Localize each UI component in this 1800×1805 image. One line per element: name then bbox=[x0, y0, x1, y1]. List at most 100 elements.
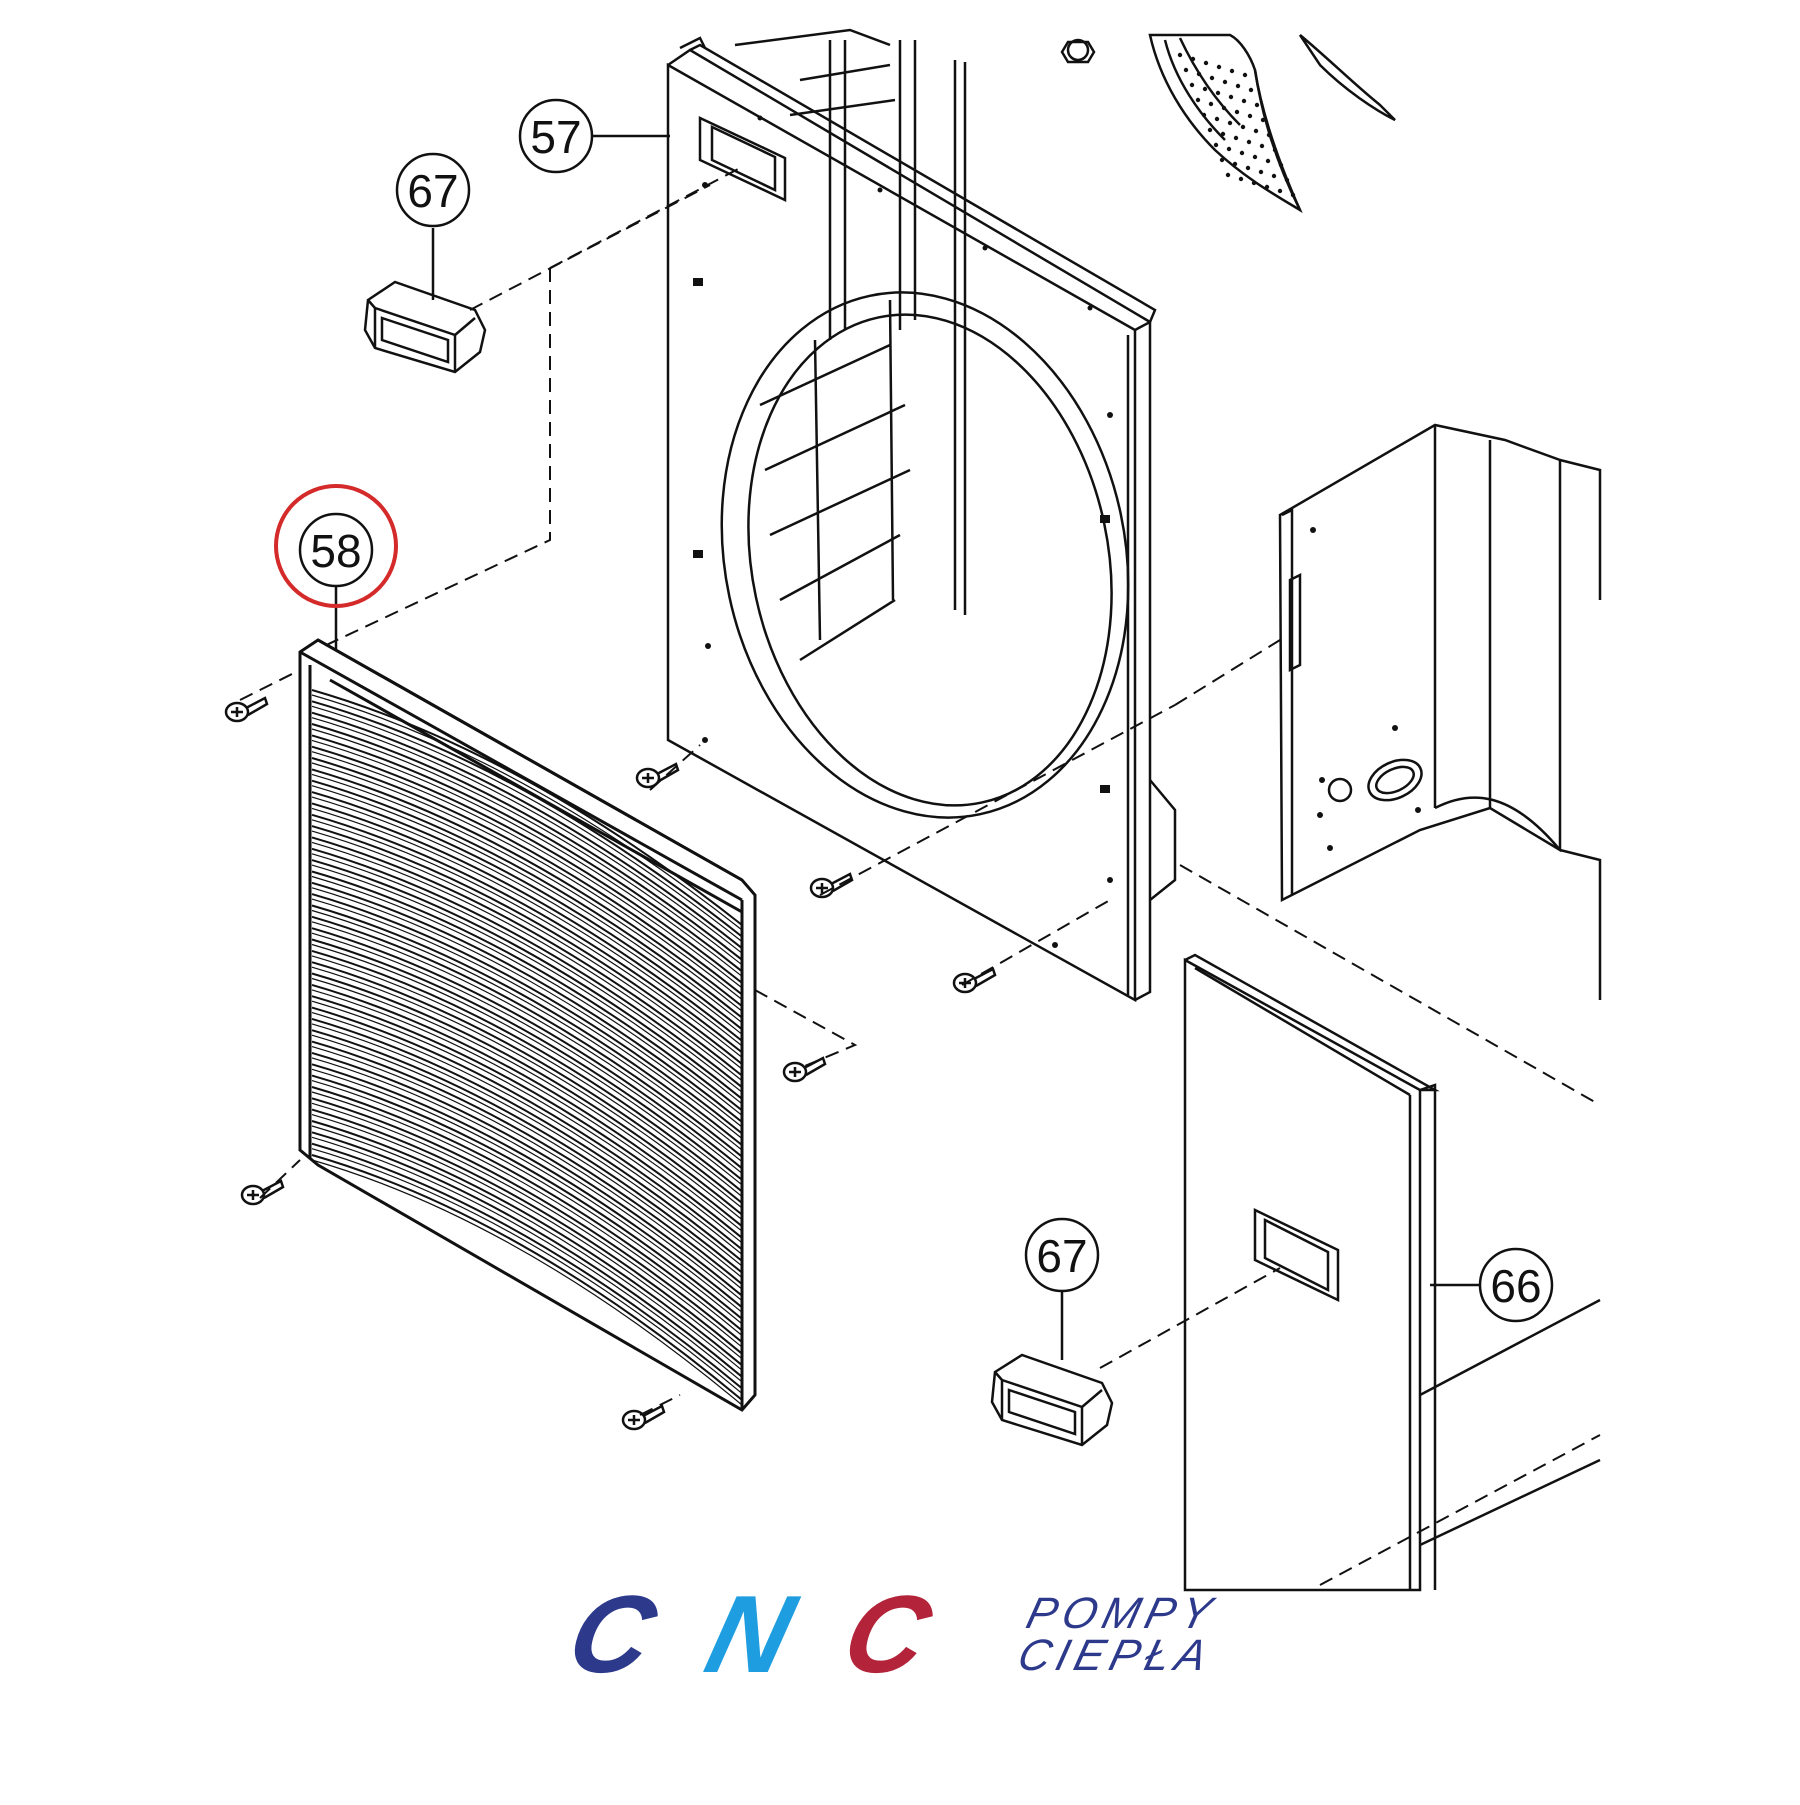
grille-slat-shadow bbox=[311, 1000, 743, 1244]
part-label-67-bottom: 67 bbox=[1024, 1217, 1100, 1293]
grille-slat bbox=[311, 904, 743, 1146]
fan-dot bbox=[1233, 135, 1239, 141]
grille-slat-shadow bbox=[311, 717, 743, 954]
grille-slat-shadow bbox=[311, 909, 743, 1151]
screw bbox=[224, 696, 269, 723]
screw bbox=[809, 872, 854, 899]
part-label-66: 66 bbox=[1478, 1247, 1554, 1323]
grille-slat bbox=[311, 870, 743, 1112]
grille-slat bbox=[311, 1040, 743, 1285]
fan-dot bbox=[1245, 165, 1251, 171]
grille-slat-shadow bbox=[311, 728, 743, 966]
fan-dot bbox=[1258, 169, 1264, 175]
logo-letter-n: N bbox=[695, 1573, 807, 1696]
fan-dot bbox=[1254, 102, 1260, 108]
fan-dot bbox=[1183, 67, 1189, 73]
grille-slat bbox=[311, 847, 743, 1088]
grille-slat-shadow bbox=[311, 1057, 743, 1302]
grille-slat-shadow bbox=[311, 921, 743, 1163]
svg-text:58: 58 bbox=[310, 525, 361, 577]
grille-slat-shadow bbox=[311, 875, 743, 1116]
logo-letter-c1: C bbox=[557, 1573, 669, 1696]
grille-slat bbox=[311, 1063, 743, 1309]
fan-dot bbox=[1290, 192, 1296, 198]
fan-dot bbox=[1272, 147, 1278, 153]
fan-dot bbox=[1202, 86, 1208, 92]
grille-slat-shadow bbox=[311, 819, 743, 1058]
screw bbox=[635, 762, 680, 789]
part-57-holes bbox=[693, 115, 1113, 948]
fan-dot bbox=[1214, 116, 1220, 122]
fan-dot bbox=[1201, 112, 1207, 118]
fan-dot bbox=[1195, 97, 1201, 103]
grille-slat-shadow bbox=[311, 989, 743, 1232]
grille-slat-shadow bbox=[311, 853, 743, 1093]
fan-dot bbox=[1238, 176, 1244, 182]
grille-slat-shadow bbox=[311, 807, 743, 1047]
fan-dot bbox=[1284, 177, 1290, 183]
fan-dot bbox=[1220, 131, 1226, 137]
grille-slat bbox=[311, 961, 743, 1204]
grille-slat-shadow bbox=[311, 932, 743, 1174]
grille-slat bbox=[311, 1131, 743, 1378]
fan-dot bbox=[1216, 64, 1222, 70]
screw bbox=[621, 1404, 666, 1431]
label-leader-lines bbox=[334, 134, 1480, 1360]
fan-dot bbox=[1221, 105, 1227, 111]
grille-slat bbox=[311, 1017, 743, 1262]
fan-dot bbox=[1260, 117, 1266, 123]
cnc-logo: C N C POMPY CIEPŁA bbox=[557, 1573, 1222, 1696]
grille-slat bbox=[311, 1029, 743, 1274]
grille-slat bbox=[311, 1108, 743, 1355]
grille-slat bbox=[311, 859, 743, 1100]
grille-slat bbox=[311, 1086, 743, 1332]
part-label-67-top: 67 bbox=[395, 152, 471, 228]
fan-dot bbox=[1228, 94, 1234, 100]
grille-slat-shadow bbox=[311, 1125, 743, 1371]
grille-slat bbox=[311, 779, 743, 1019]
grille-slat bbox=[311, 938, 743, 1181]
fan-dot bbox=[1271, 173, 1277, 179]
grille-slat-shadow bbox=[311, 694, 743, 931]
fan-dot bbox=[1227, 120, 1233, 126]
grille-slat-shadow bbox=[311, 943, 743, 1186]
grille-slat-shadow bbox=[311, 830, 743, 1070]
fan-dot bbox=[1232, 161, 1238, 167]
grille-slat bbox=[311, 836, 743, 1077]
grille-slat bbox=[311, 689, 743, 926]
fan-dot bbox=[1229, 68, 1235, 74]
screws bbox=[224, 696, 997, 1431]
grille-slat bbox=[311, 791, 743, 1031]
fan-dot bbox=[1251, 180, 1257, 186]
fan-dot bbox=[1253, 128, 1259, 134]
grille-slat bbox=[311, 927, 743, 1170]
fan-dot bbox=[1222, 79, 1228, 85]
grille-slat-shadow bbox=[311, 955, 743, 1197]
grille-slat bbox=[311, 915, 743, 1158]
highlight-ring bbox=[274, 484, 398, 608]
fan-dot bbox=[1235, 83, 1241, 89]
fan-dot bbox=[1190, 56, 1196, 62]
screw bbox=[240, 1179, 285, 1206]
part-67-grommet-bottom bbox=[990, 1353, 1114, 1447]
grille-slat bbox=[311, 983, 743, 1227]
grille-slat bbox=[311, 949, 743, 1193]
fan-texture bbox=[1177, 52, 1296, 198]
grille-slat bbox=[311, 893, 743, 1135]
fan-dot bbox=[1277, 188, 1283, 194]
fan-dot bbox=[1209, 75, 1215, 81]
grille-slat bbox=[311, 995, 743, 1239]
grille-slat bbox=[311, 1051, 743, 1297]
logo-letter-c2: C bbox=[832, 1573, 943, 1696]
fan-dot bbox=[1177, 52, 1183, 58]
fan-dot bbox=[1208, 101, 1214, 107]
grille-slat bbox=[311, 881, 743, 1123]
grille-slat-shadow bbox=[311, 762, 743, 1000]
fan-dot bbox=[1266, 132, 1272, 138]
logo-line-ciepla: CIEPŁA bbox=[1013, 1632, 1217, 1680]
grille-slat-shadow bbox=[311, 1068, 743, 1313]
fan-dot bbox=[1207, 127, 1213, 133]
fan-dot bbox=[1225, 172, 1231, 178]
